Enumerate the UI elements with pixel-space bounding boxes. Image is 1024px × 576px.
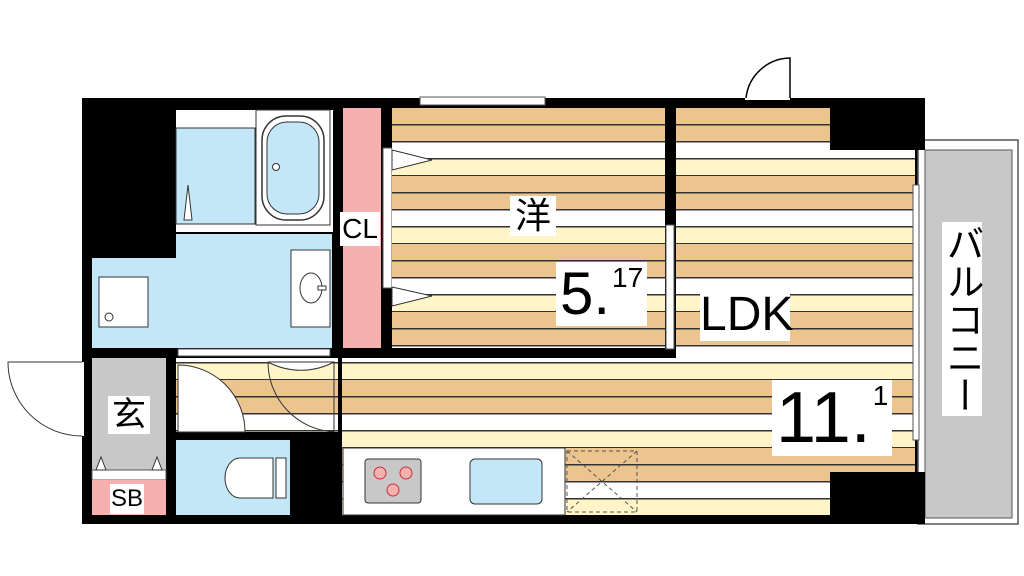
western-room-size: 5. 17 bbox=[556, 260, 648, 327]
western-size-sup: 17 bbox=[612, 262, 644, 293]
door-swing-icon bbox=[745, 57, 791, 100]
ldk-size-main: 11. bbox=[776, 378, 871, 458]
washing-machine-icon bbox=[98, 276, 149, 328]
stove-icon bbox=[364, 458, 422, 504]
shoebox-label: SB bbox=[110, 484, 144, 514]
sink-icon bbox=[290, 249, 331, 328]
door-swing-icon bbox=[7, 361, 84, 437]
western-size-main: 5. bbox=[560, 260, 611, 327]
ldk-size-sup: 1 bbox=[872, 380, 889, 411]
western-room-label: 洋 bbox=[510, 196, 556, 236]
kitchen-sink-icon bbox=[469, 458, 543, 505]
window bbox=[419, 96, 546, 106]
toilet-icon bbox=[224, 457, 287, 499]
refrigerator-space-icon bbox=[566, 450, 638, 513]
door-swing-icon bbox=[177, 361, 335, 433]
ldk-size: 11. 1 bbox=[772, 378, 893, 458]
balcony-label: バルコニー bbox=[940, 222, 982, 416]
closet-label: CL bbox=[340, 212, 380, 246]
ldk-label: LDK bbox=[700, 288, 794, 341]
entrance-label: 玄 bbox=[108, 396, 150, 434]
bathtub-icon bbox=[255, 109, 331, 226]
